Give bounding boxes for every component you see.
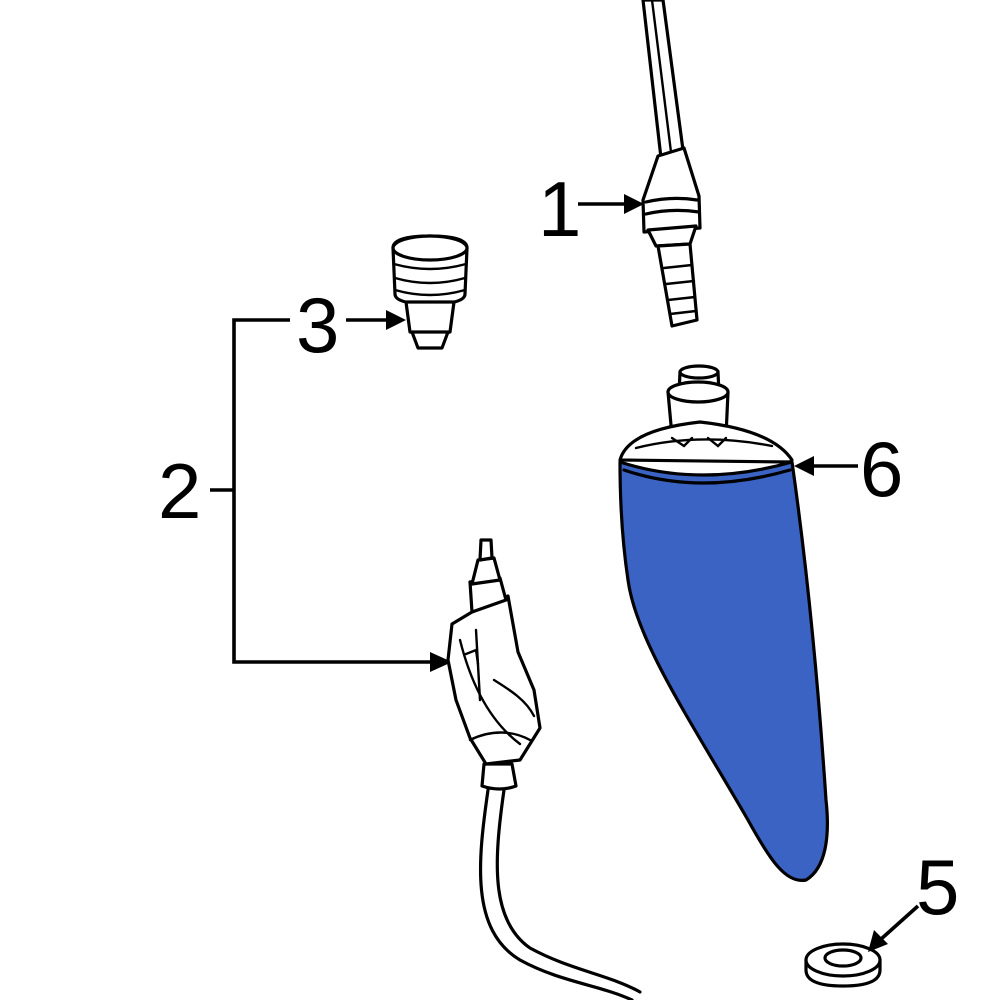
callout-2: 2 <box>158 318 452 672</box>
callout-3-label: 3 <box>296 281 339 369</box>
callout-1-label: 1 <box>538 165 581 253</box>
callout-3-arrowhead <box>386 310 406 330</box>
washer-part[interactable] <box>804 942 882 988</box>
callout-6-label: 6 <box>860 425 903 513</box>
callout-5-arrowhead <box>868 930 888 952</box>
callout-5-label: 5 <box>916 843 959 931</box>
antenna-mast-part[interactable] <box>641 0 702 328</box>
callout-6: 6 <box>794 425 903 513</box>
callout-2-label: 2 <box>158 447 201 535</box>
callout-3: 3 <box>296 281 406 369</box>
cap-nut-part[interactable] <box>391 234 469 350</box>
antenna-cable-part[interactable] <box>446 538 642 1000</box>
antenna-base-part[interactable] <box>618 364 829 882</box>
callout-6-arrowhead <box>794 456 814 476</box>
callout-5: 5 <box>868 843 959 952</box>
callout-2-arrowhead <box>430 652 452 672</box>
callout-2-bracket <box>232 318 430 664</box>
callout-1-arrowhead <box>624 194 644 214</box>
callout-5-leader <box>878 904 920 942</box>
antenna-base-body <box>618 460 829 882</box>
callout-1: 1 <box>538 165 644 253</box>
